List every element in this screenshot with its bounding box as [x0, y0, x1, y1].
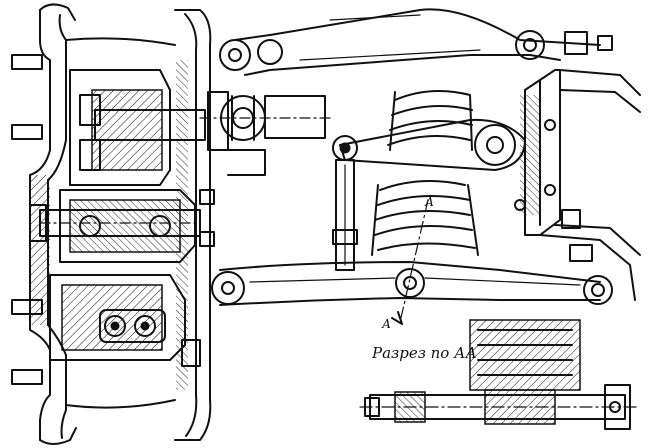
- coil-spring: [371, 90, 479, 256]
- shock-link: [332, 159, 358, 271]
- upper-control-arm: [219, 8, 613, 76]
- lever-arm: [332, 118, 526, 171]
- section-aa-view: [359, 319, 641, 430]
- wheel-hub: [49, 69, 196, 361]
- half-shaft: [29, 109, 206, 242]
- universal-joint: [199, 91, 331, 176]
- section-title: Разрез по АА: [371, 344, 477, 362]
- frame-bracket: [514, 69, 641, 301]
- section-line-aa: [391, 199, 429, 325]
- wheel-bolts: [11, 54, 215, 385]
- brake-cam-gear: [99, 309, 166, 343]
- section-mark-bottom: А: [381, 317, 391, 331]
- section-mark-top: А: [424, 195, 434, 209]
- lower-control-arm: [211, 261, 613, 306]
